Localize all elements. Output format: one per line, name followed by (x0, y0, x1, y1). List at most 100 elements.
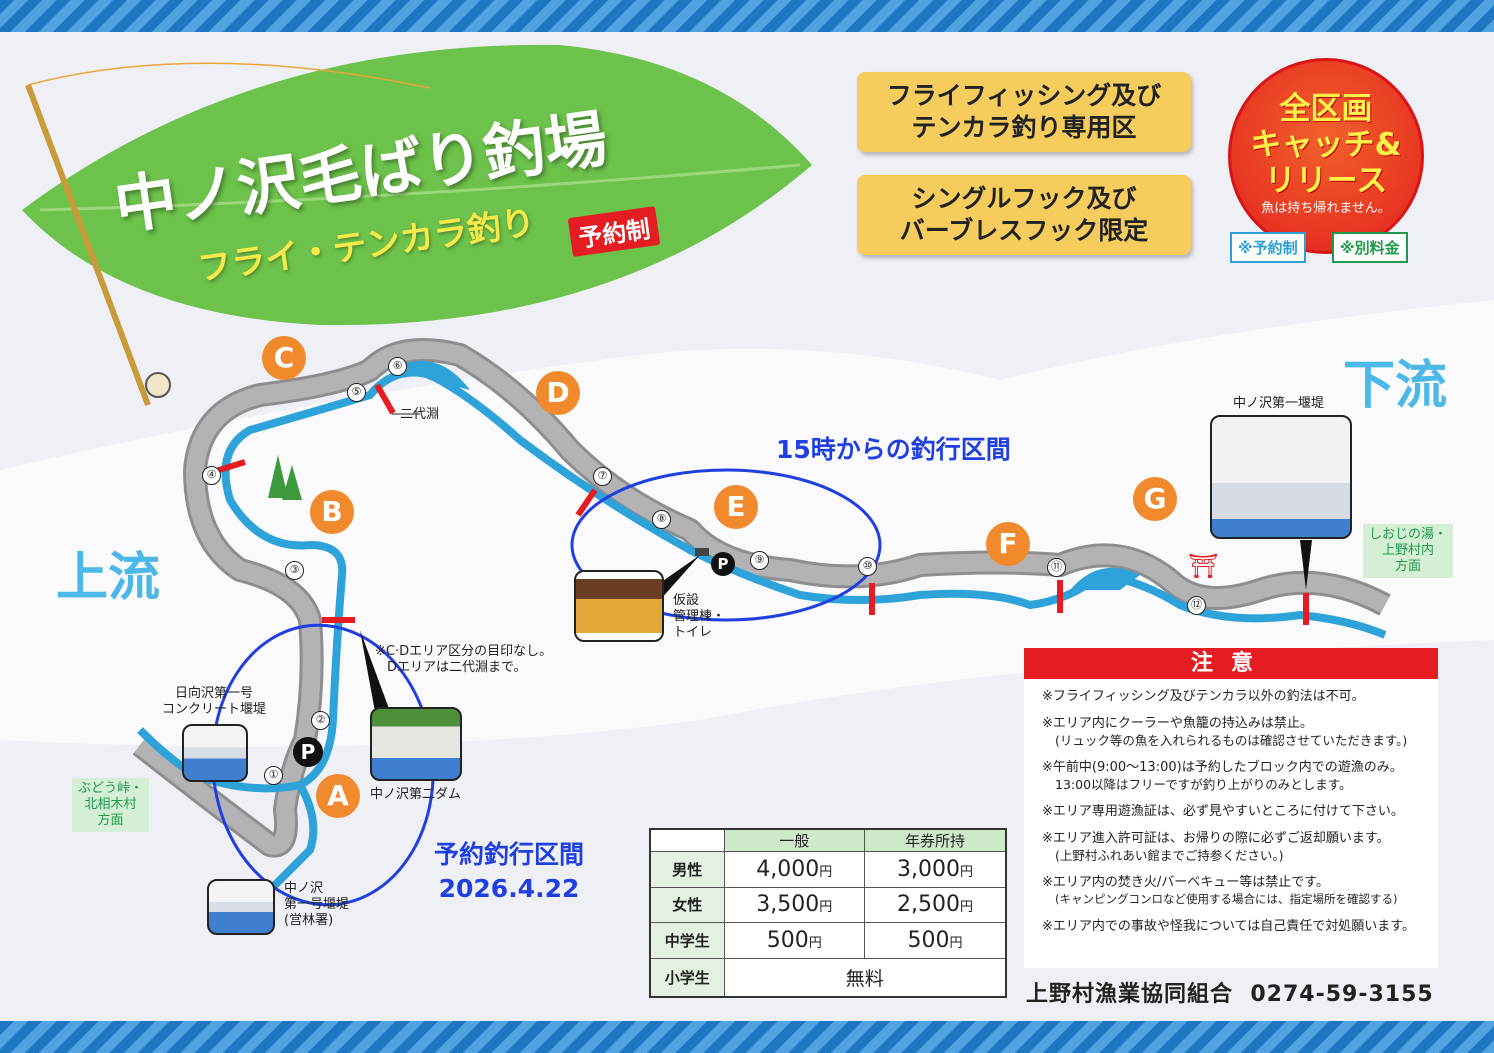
marker-1: ① (264, 766, 283, 785)
notice-main: ※エリア専用遊漁証は、必ず見やすいところに付けて下さい。 (1042, 804, 1404, 819)
reel-icon (145, 372, 171, 398)
price: 500 (907, 927, 950, 953)
sign-barbless: シングルフック及び バーブレスフック限定 (857, 175, 1191, 255)
torii-icon: ⛩ (1188, 552, 1219, 580)
area-d: D (536, 371, 580, 415)
area-c: C (262, 336, 306, 380)
price-cell: 500円 (723, 922, 866, 959)
to-shioji-direction: しおじの湯・ 上野村内 方面 (1363, 524, 1454, 578)
notice-title: 注意 (1024, 648, 1438, 679)
tag-extra-fee: ※別料金 (1332, 232, 1408, 263)
notice-sub: (キャンピングコンロなど使用する場合には、指定場所を確認する) (1055, 892, 1398, 906)
reserved-date: 2026.4.22 (438, 874, 580, 903)
row-label: 男性 (649, 851, 725, 888)
reserved-section-label: 予約釣行区間 2026.4.22 (424, 838, 594, 906)
unit: 円 (960, 864, 974, 880)
marker-6: ⑥ (388, 357, 407, 376)
notice-list: ※フライフィッシング及びテンカラ以外の釣法は不可。 ※エリア内にクーラーや魚籠の… (1024, 679, 1438, 935)
label-line: しおじの湯・ (1369, 527, 1448, 542)
leaf-vein (39, 163, 801, 212)
corner-cell (649, 828, 725, 852)
label-line: 日向沢第一号 (175, 686, 254, 701)
label-line: 方面 (97, 813, 124, 828)
price: 500 (766, 927, 809, 953)
notice-box: 注意 ※フライフィッシング及びテンカラ以外の釣法は不可。 ※エリア内にクーラーや… (1024, 648, 1438, 968)
marker-8: ⑧ (652, 510, 671, 529)
kanri-label: 仮設 管理棟・ トイレ (673, 593, 725, 641)
barrier (575, 488, 598, 517)
row-label: 小学生 (649, 957, 725, 998)
daiichi-entei-photo (207, 879, 275, 935)
upstream-label: 上流 (56, 548, 161, 608)
trees-icon (268, 455, 302, 500)
label-line: トイレ (673, 625, 713, 640)
price-cell: 3,000円 (864, 851, 1007, 888)
marker-5: ⑤ (347, 383, 366, 402)
price-cell: 3,500円 (723, 886, 866, 924)
notice-item: ※エリア内の焚き火/バーベキュー等は禁止です。(キャンピングコンロなど使用する場… (1042, 874, 1438, 908)
sign-line: フライフィッシング及び (886, 81, 1162, 110)
top-border (0, 0, 1494, 32)
notice-item: ※エリア進入許可証は、お帰りの際に必ずご返却願います。(上野村ふれあい館までご持… (1042, 830, 1438, 864)
fishing-rod (25, 83, 151, 407)
cr-line: キャッチ& (1250, 127, 1402, 163)
notice-sub: (リュック等の魚を入れられるものは確認させていただきます。) (1055, 733, 1408, 748)
label-line: ぶどう峠・ (78, 781, 144, 796)
price: 2,500 (897, 892, 960, 918)
notice-main: ※エリア内にクーラーや魚籠の持込みは禁止。 (1042, 716, 1313, 731)
unit: 円 (960, 900, 974, 916)
table-row: 小学生無料 (649, 957, 1007, 998)
nidaibuchi-label: 二代淵 (400, 407, 440, 422)
label-line: 上野村内 (1382, 543, 1435, 558)
label-line: 管理棟・ (673, 609, 726, 624)
area-a: A (316, 774, 360, 818)
downstream-label: 下流 (1343, 356, 1448, 416)
fishing-line (27, 62, 431, 89)
marker-7: ⑦ (593, 467, 612, 486)
cd-note: ※C·Dエリア区分の目印なし。 Dエリアは二代淵まで。 (375, 644, 552, 676)
label-line: 中ノ沢 (284, 881, 324, 896)
label-line: 方面 (1395, 559, 1422, 574)
row-label: 女性 (649, 886, 725, 924)
cr-note: 魚は持ち帰れません。 (1261, 201, 1391, 216)
to-budo-direction: ぶどう峠・ 北相木村 方面 (72, 778, 150, 832)
sign-line: シングルフック及び (911, 184, 1137, 213)
notice-item: ※エリア内にクーラーや魚籠の持込みは禁止。 (リュック等の魚を入れられるものは確認… (1042, 715, 1438, 749)
unit: 円 (949, 935, 963, 951)
price-cell: 2,500円 (864, 886, 1007, 924)
parking-icon: P (293, 737, 323, 767)
area-g: G (1133, 477, 1177, 521)
price-cell: 4,000円 (723, 851, 866, 888)
sign-fly-tenkara: フライフィッシング及び テンカラ釣り専用区 (857, 72, 1191, 152)
notice-main: ※エリア進入許可証は、お帰りの際に必ずご返却願います。 (1042, 831, 1390, 846)
daiichi-top-photo (1210, 415, 1352, 539)
org-name: 上野村漁業協同組合 (1026, 982, 1234, 1007)
price: 3,500 (756, 892, 820, 918)
marker-12: ⑫ (1187, 596, 1206, 615)
daiichi-entei-label: 中ノ沢 第一号堰堤 (営林署) (284, 881, 349, 929)
price-cell: 500円 (864, 922, 1007, 959)
row-label: 中学生 (649, 922, 725, 959)
afternoon-section-label: 15時からの釣行区間 (776, 435, 1011, 464)
cr-line: 全区画 (1279, 91, 1373, 127)
sign-line: テンカラ釣り専用区 (911, 113, 1137, 142)
notice-item: ※フライフィッシング及びテンカラ以外の釣法は不可。 (1042, 688, 1438, 705)
daini-dam-label: 中ノ沢第二ダム (370, 787, 462, 802)
afternoon-area-ellipse (570, 468, 882, 622)
unit: 円 (808, 935, 822, 951)
label-line: 仮設 (673, 593, 700, 608)
hinatazawa-photo (182, 724, 248, 782)
barrier (374, 383, 396, 415)
pointer (1300, 540, 1312, 590)
parking-icon: P (711, 552, 735, 576)
pointer (360, 630, 395, 728)
unit: 円 (819, 864, 833, 880)
river-pool-right (1070, 567, 1140, 590)
bottom-border (0, 1021, 1494, 1053)
price: 4,000 (756, 856, 820, 882)
label-line: 北相木村 (84, 797, 137, 812)
label-line: 第一号堰堤 (284, 897, 350, 912)
label-line: コンクリート堰堤 (162, 702, 267, 717)
